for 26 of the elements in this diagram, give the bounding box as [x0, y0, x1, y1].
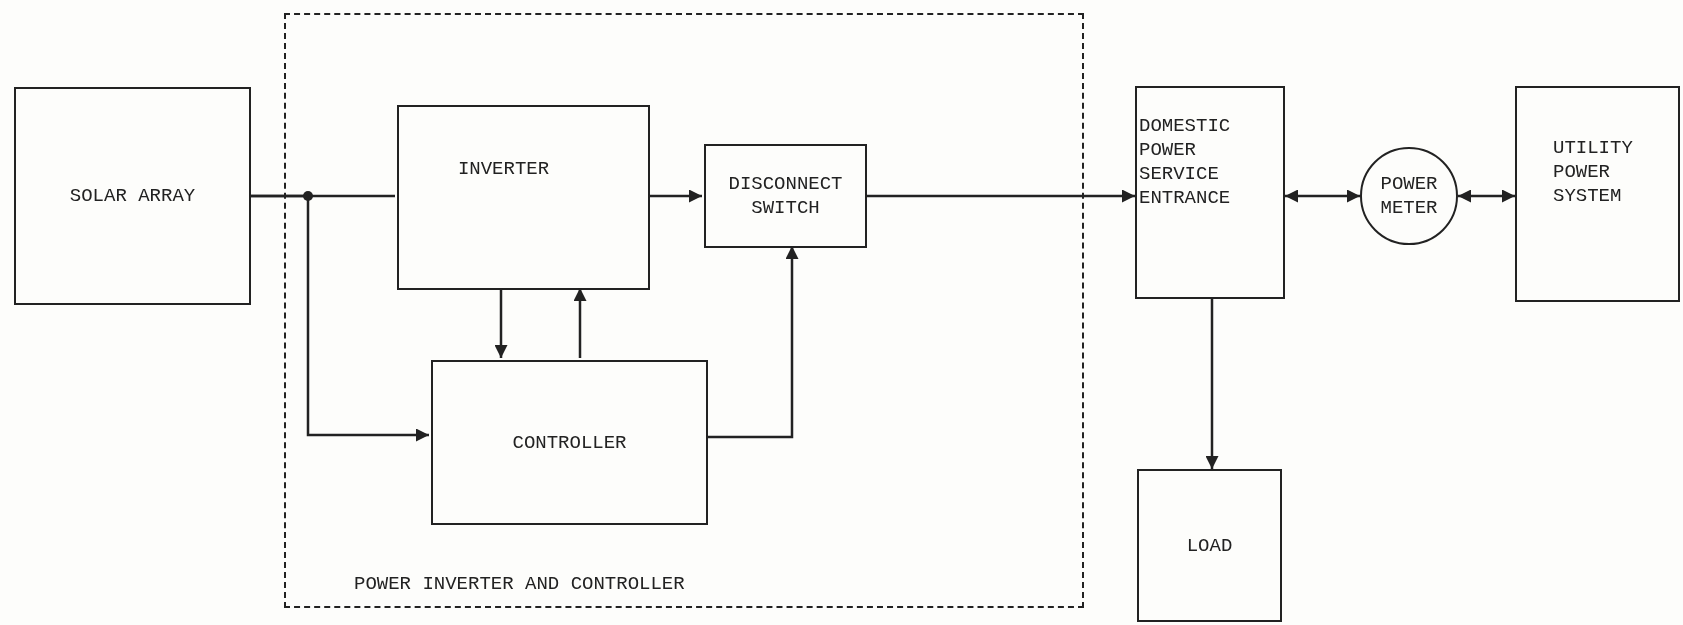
arrow — [865, 189, 1135, 203]
arrow — [494, 288, 508, 358]
arrow — [251, 194, 429, 442]
arrow — [1205, 299, 1219, 469]
process-box — [1135, 86, 1285, 299]
node-label: CONTROLLER — [512, 430, 627, 455]
node-label: DOMESTIC POWER SERVICE ENTRANCE — [1139, 114, 1232, 210]
arrow — [706, 246, 799, 439]
process-box — [397, 105, 650, 290]
process-box — [431, 360, 708, 525]
node-label: LOAD — [1186, 533, 1233, 558]
node-label: UTILITY POWER SYSTEM — [1553, 136, 1634, 208]
process-box — [1137, 469, 1282, 622]
group-boundary — [284, 13, 1084, 608]
arrow — [1458, 189, 1515, 203]
arrow — [1285, 189, 1360, 203]
process-box — [1515, 86, 1680, 302]
node-label: SOLAR ARRAY — [69, 184, 196, 208]
process-box — [14, 87, 251, 305]
arrow — [573, 288, 587, 358]
process-box — [704, 144, 867, 248]
arrow — [648, 189, 702, 203]
node-label: DISCONNECT SWITCH — [727, 172, 844, 220]
node-label: POWER INVERTER AND CONTROLLER — [354, 572, 685, 596]
node-label: INVERTER — [457, 157, 550, 181]
node-label: POWER METER — [1379, 172, 1439, 220]
